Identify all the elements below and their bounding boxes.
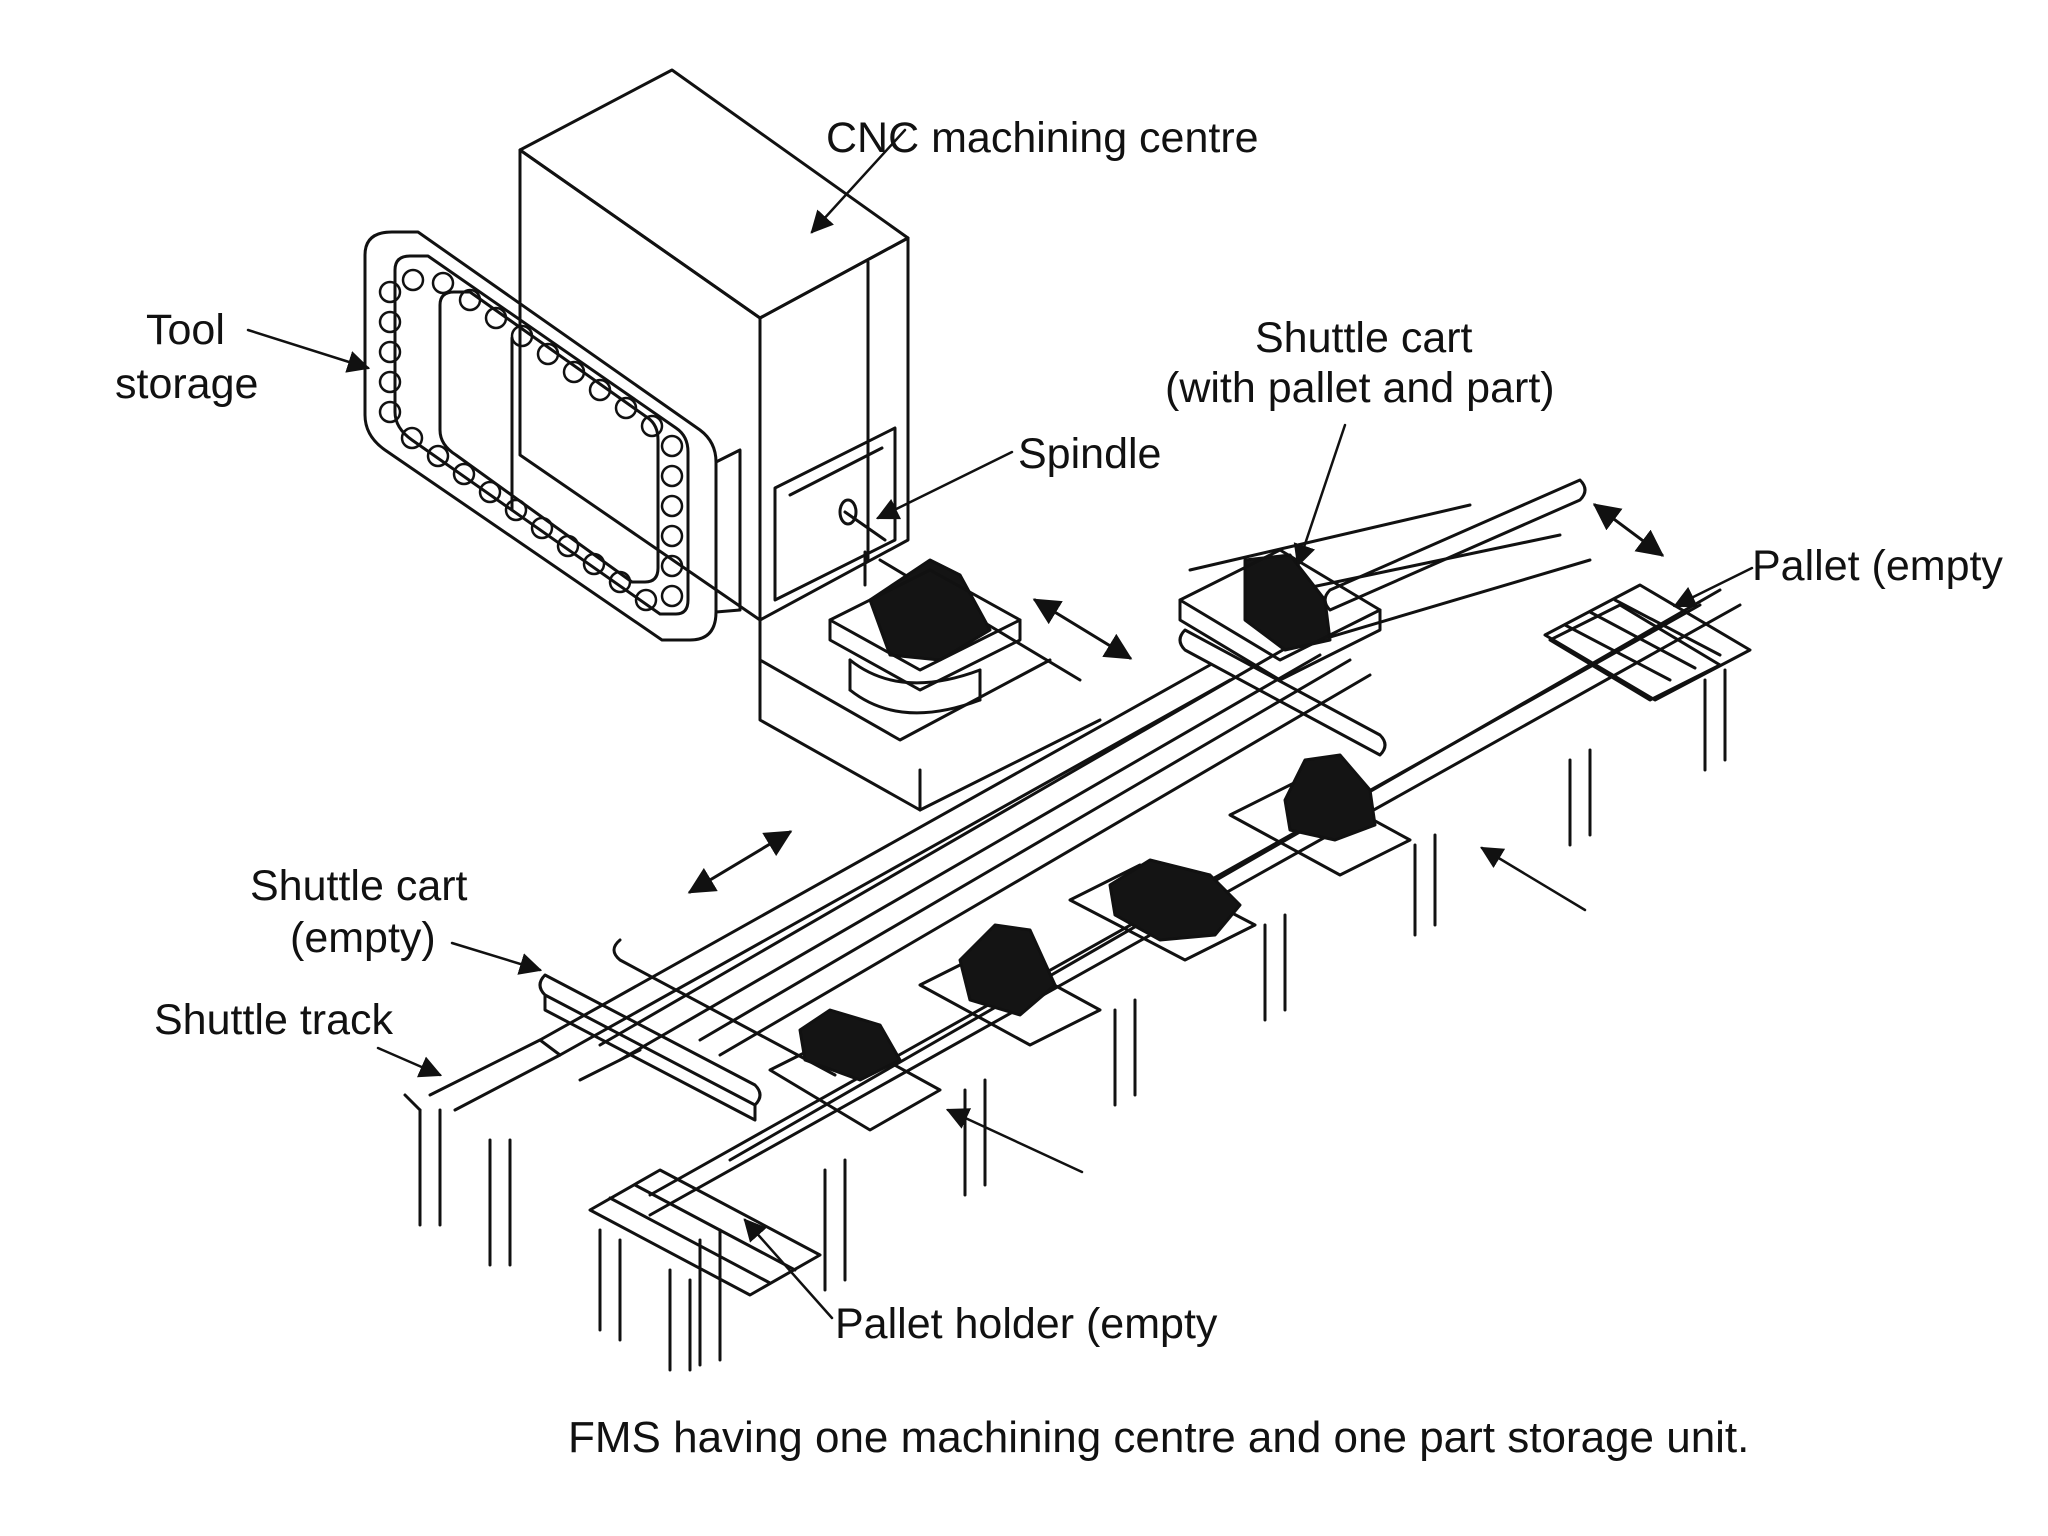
- part-storage-4: [1283, 753, 1377, 842]
- tool-storage: [363, 230, 742, 642]
- label-spindle: Spindle: [1018, 430, 1161, 478]
- part-storage-1: [798, 1008, 902, 1082]
- track-arrow: [687, 830, 793, 894]
- leader-part-storage-lower: [945, 1108, 1084, 1174]
- leader-shuttle-track: [376, 1046, 443, 1078]
- shuttle-cart-empty: [538, 938, 837, 1122]
- spindle: [773, 426, 897, 602]
- label-cnc-machining-centre: CNC machining centre: [826, 114, 1259, 162]
- label-shuttle-track: Shuttle track: [154, 996, 393, 1044]
- cart-arrow: [1592, 503, 1665, 557]
- cnc-machining-centre: [518, 68, 1102, 812]
- leader-shuttle-cart-full: [1293, 423, 1347, 568]
- label-pallet-holder-empty: Pallet holder (empty: [835, 1300, 1218, 1348]
- part-storage-3: [1108, 858, 1242, 942]
- leader-spindle: [875, 450, 1014, 520]
- label-shuttle-cart-full-line1: Shuttle cart: [1255, 314, 1473, 362]
- machine-shuttle-arrow: [1032, 598, 1133, 660]
- leader-pallet-holder: [743, 1218, 834, 1320]
- figure-caption: FMS having one machining centre and one …: [568, 1413, 1749, 1462]
- part-storage-2: [958, 923, 1057, 1017]
- pallet-empty: [1543, 583, 1752, 702]
- leader-pallet-empty: [1672, 566, 1754, 608]
- label-tool-storage-line2: storage: [115, 360, 258, 408]
- label-shuttle-cart-empty-line2: (empty): [290, 914, 436, 962]
- label-pallet-empty: Pallet (empty: [1752, 542, 2003, 590]
- part-on-shuttle-cart: [1243, 553, 1332, 652]
- leader-lines: [246, 128, 1754, 1320]
- motion-arrows: [687, 503, 1665, 894]
- labels: CNC machining centre Tool storage Shuttl…: [115, 114, 2003, 1462]
- leader-part-storage-upper: [1480, 846, 1587, 912]
- shuttle-track: [403, 503, 1592, 1267]
- label-shuttle-cart-full-line2: (with pallet and part): [1165, 364, 1555, 412]
- pallet-holder-empty: [588, 1168, 822, 1372]
- leader-cnc: [810, 128, 907, 234]
- leader-shuttle-cart-empty: [450, 941, 543, 975]
- label-shuttle-cart-empty-line1: Shuttle cart: [250, 862, 468, 910]
- tool-pockets: [378, 268, 684, 612]
- part-storage-unit: [648, 588, 1742, 1367]
- leader-tool-storage: [246, 328, 371, 373]
- label-tool-storage-line1: Tool: [146, 306, 225, 354]
- shuttle-cart-full: [1178, 478, 1587, 757]
